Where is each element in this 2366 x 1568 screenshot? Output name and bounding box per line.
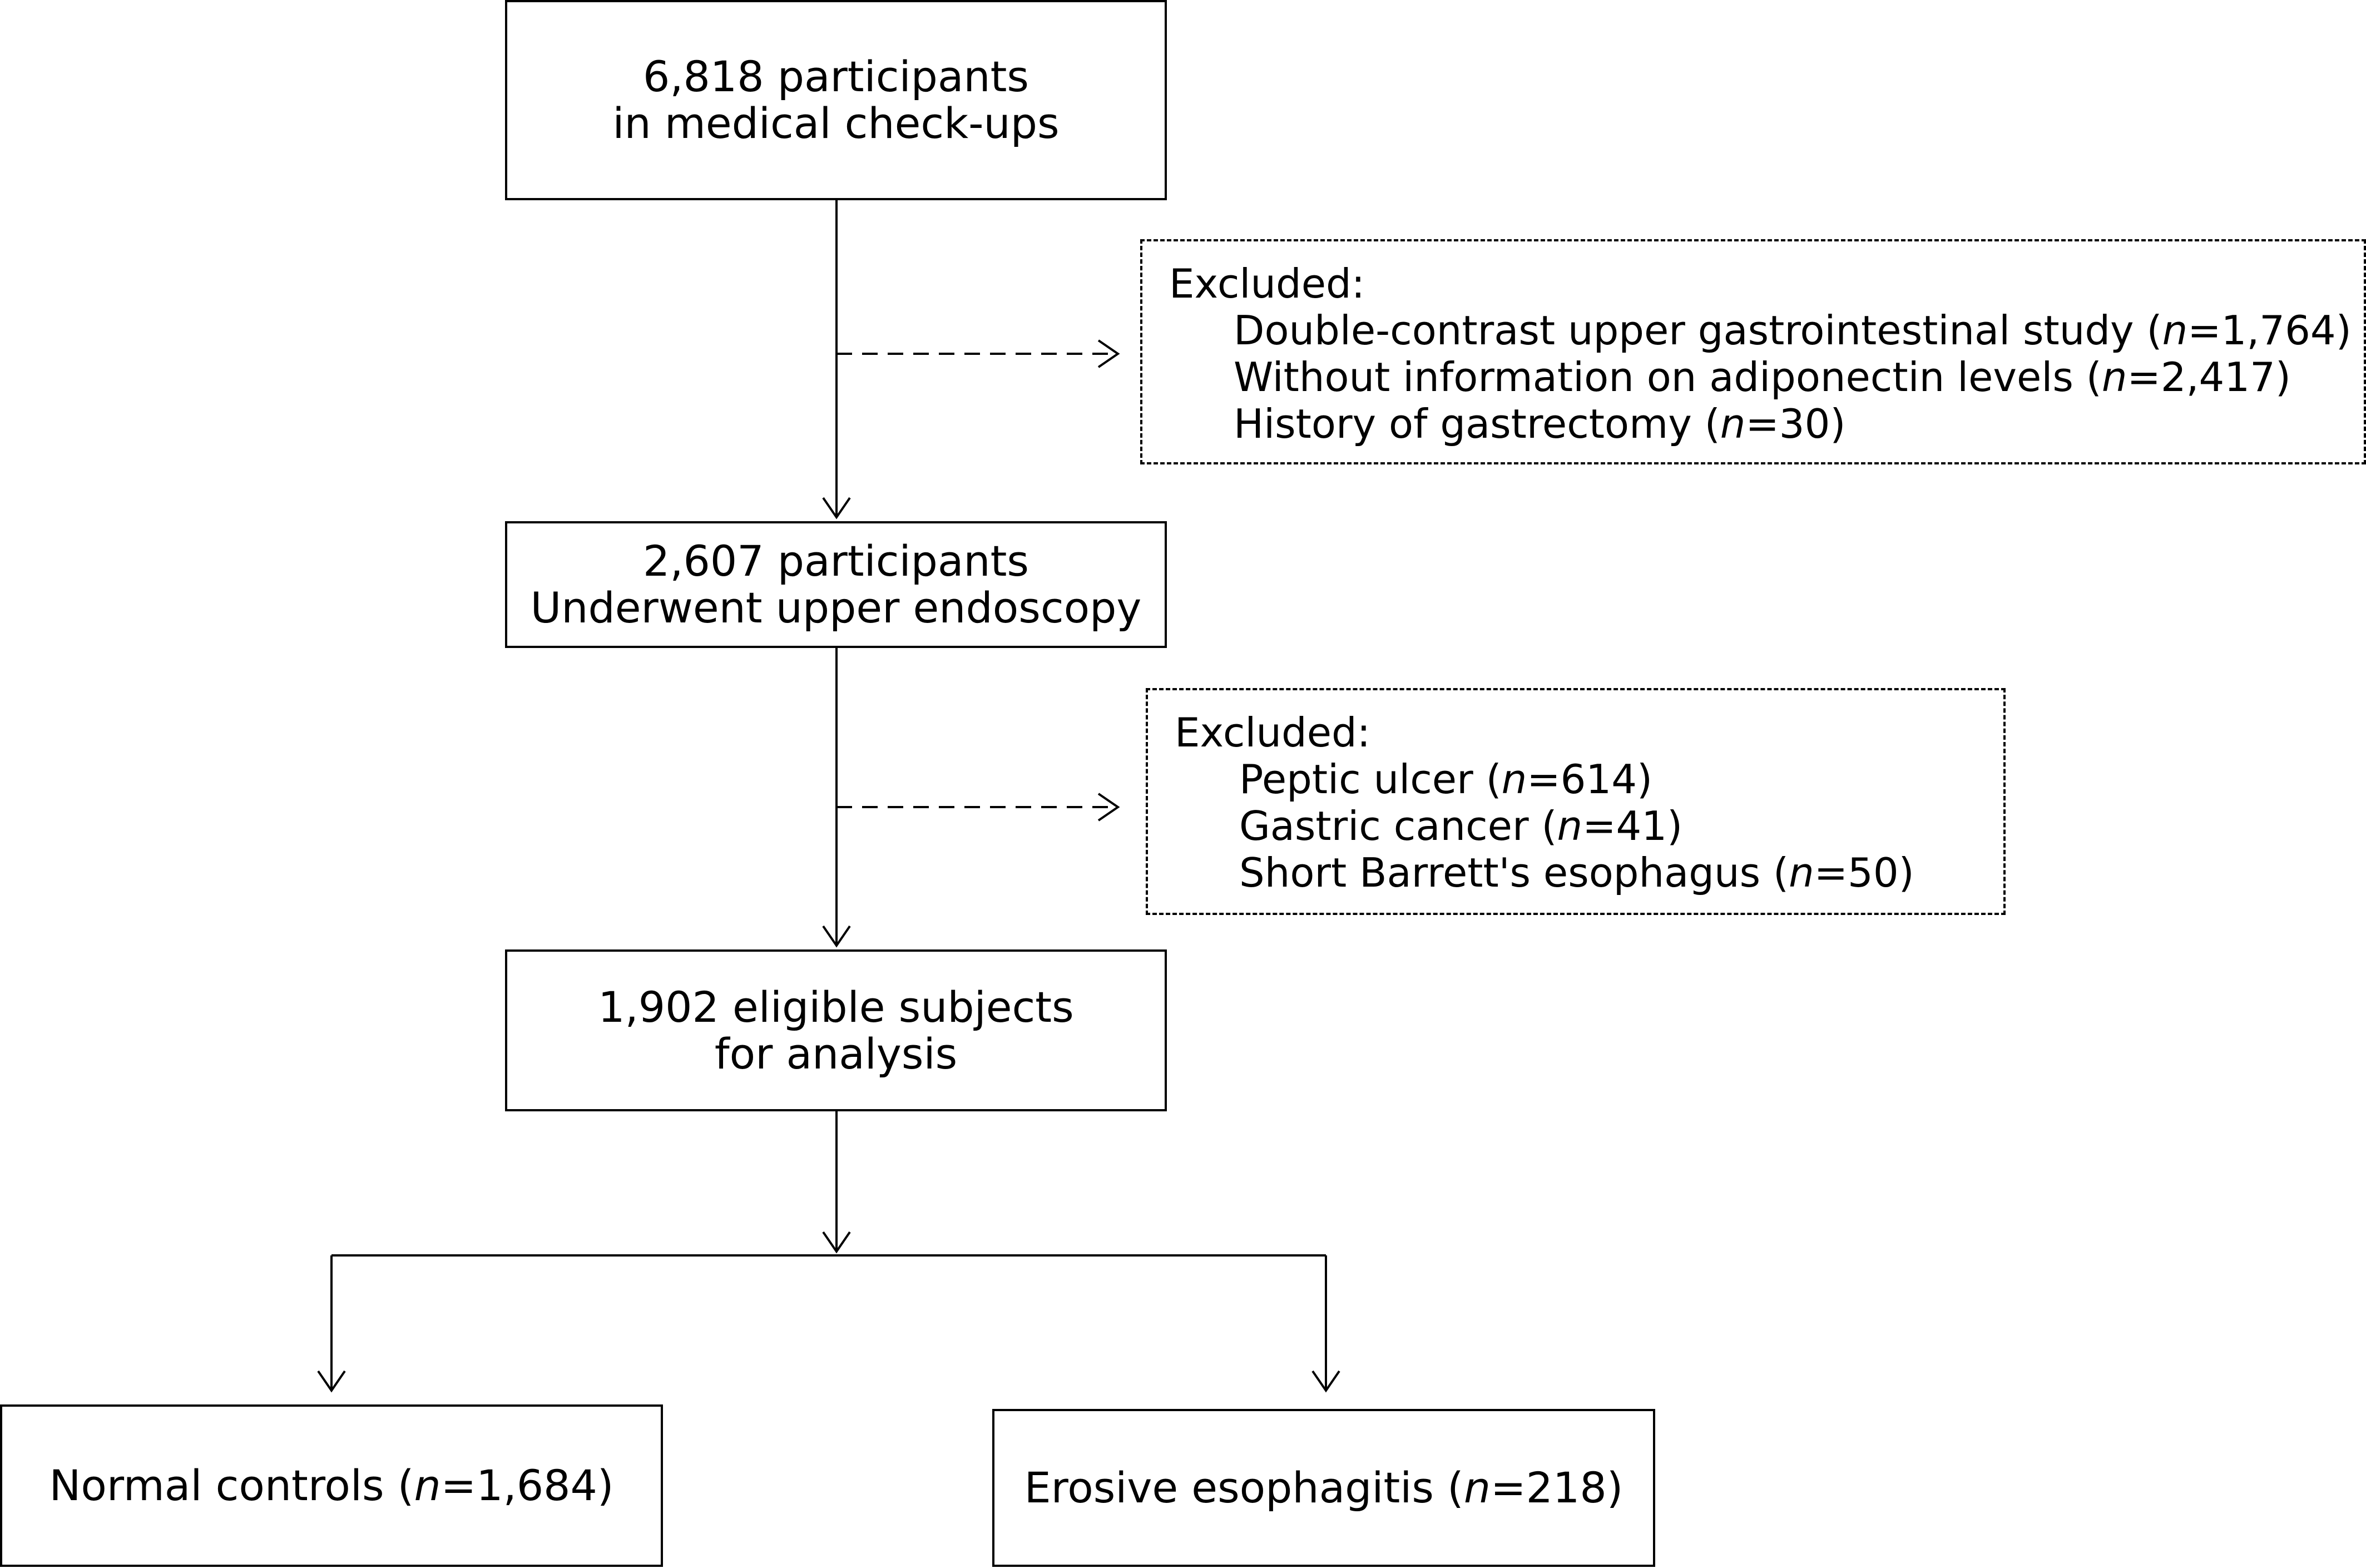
n-symbol: n [2101,354,2127,400]
exclusion-item: History of gastrectomy (n=30) [1169,400,2364,447]
exclusions-box-1: Excluded: Double-contrast upper gastroin… [1140,239,2366,464]
arrowhead-esophagitis [1311,1370,1340,1393]
arrowhead-split [822,1231,851,1254]
checkups-line-1: 6,818 participants [643,52,1029,101]
exclusion-label: History of gastrectomy ( [1234,400,1720,447]
normal-controls-box: Normal controls (n=1,684) [0,1404,663,1567]
arrowhead-eligible [822,925,851,948]
exclusion-label: Gastric cancer ( [1239,803,1557,849]
exclusion-item: Short Barrett's esophagus (n=50) [1175,849,2003,896]
normal-controls-label: Normal controls (n=1,684) [49,1462,613,1509]
esophagitis-count: =218) [1491,1463,1623,1512]
exclusion-label: Double-contrast upper gastrointestinal s… [1234,307,2162,354]
n-symbol: n [1501,756,1527,803]
exclusion-item: Without information on adiponectin level… [1169,354,2364,400]
exclusion-count: =1,764) [2187,307,2352,354]
exclusion-label: Peptic ulcer ( [1239,756,1502,803]
n-symbol: n [414,1461,441,1510]
exclusion-label: Without information on adiponectin level… [1234,354,2102,400]
controls-label: Normal controls ( [49,1461,414,1510]
erosive-esophagitis-box: Erosive esophagitis (n=218) [992,1409,1655,1567]
endoscopy-box: 2,607 participants Underwent upper endos… [505,521,1167,648]
exclusions-box-2: Excluded: Peptic ulcer (n=614) Gastric c… [1146,688,2006,915]
checkups-box: 6,818 participants in medical check-ups [505,0,1167,200]
exclusions-2-header: Excluded: [1175,709,1371,756]
controls-count: =1,684) [440,1461,614,1510]
n-symbol: n [1463,1463,1491,1512]
eligible-line-2: for analysis [714,1028,958,1079]
exclusion-item: Gastric cancer (n=41) [1175,803,2003,849]
checkups-line-2: in medical check-ups [612,98,1060,148]
exclusion-item: Double-contrast upper gastrointestinal s… [1169,307,2364,354]
n-symbol: n [1557,803,1583,849]
exclusion-item: Peptic ulcer (n=614) [1175,756,2003,803]
exclusion-count: =30) [1745,400,1846,447]
arrowhead-controls [317,1370,346,1393]
arrowhead-endoscopy [822,497,851,520]
n-symbol: n [1720,400,1746,447]
erosive-esophagitis-label: Erosive esophagitis (n=218) [1024,1465,1623,1511]
exclusion-count: =41) [1582,803,1683,849]
exclusion-count: =2,417) [2127,354,2291,400]
esophagitis-label: Erosive esophagitis ( [1024,1463,1464,1512]
arrowhead-exclusions-1 [1097,339,1120,368]
exclusion-count: =50) [1814,849,1914,896]
exclusion-count: =614) [1527,756,1653,803]
exclusion-label: Short Barrett's esophagus ( [1239,849,1789,896]
endoscopy-line-2: Underwent upper endoscopy [530,583,1142,632]
arrowhead-exclusions-2 [1097,793,1120,822]
eligible-box: 1,902 eligible subjects for analysis [505,949,1167,1111]
eligible-line-1: 1,902 eligible subjects [598,982,1074,1032]
n-symbol: n [2162,307,2188,354]
endoscopy-line-1: 2,607 participants [643,536,1029,586]
n-symbol: n [1789,849,1814,896]
exclusions-1-header: Excluded: [1169,260,1365,307]
